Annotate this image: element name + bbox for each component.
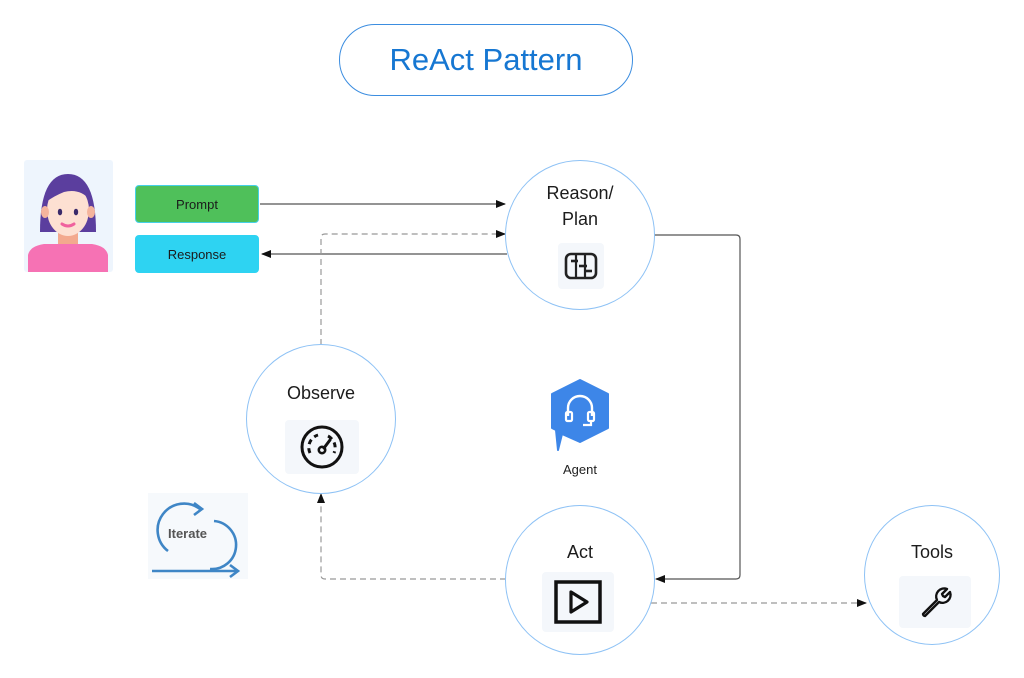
play-icon bbox=[542, 572, 614, 632]
reason-to-act-arrow bbox=[654, 234, 741, 583]
act-to-observe-arrow bbox=[317, 493, 506, 580]
reason-label-line1: Reason/ bbox=[546, 183, 614, 203]
wrench-icon bbox=[899, 576, 971, 628]
act-label: Act bbox=[566, 542, 593, 562]
agent-label: Agent bbox=[563, 462, 597, 477]
observe-label: Observe bbox=[286, 383, 356, 403]
tools-label: Tools bbox=[910, 542, 954, 562]
iterate-label: Iterate bbox=[168, 526, 208, 541]
observe-to-reason-arrow bbox=[320, 230, 506, 345]
prompt-box: Prompt bbox=[135, 185, 259, 223]
observe-node: Observe bbox=[246, 344, 396, 494]
planner-icon bbox=[558, 243, 604, 289]
reason-plan-node: Reason/ Plan bbox=[505, 160, 655, 310]
gauge-icon bbox=[285, 420, 359, 474]
act-node: Act bbox=[505, 505, 655, 655]
iterate-cycle-icon: Iterate bbox=[148, 493, 248, 579]
response-box: Response bbox=[135, 235, 259, 273]
user-avatar-icon bbox=[24, 160, 113, 272]
reason-label-line2: Plan bbox=[561, 209, 599, 229]
tools-node: Tools bbox=[864, 505, 1000, 645]
page-title: ReAct Pattern bbox=[339, 24, 633, 96]
agent-icon bbox=[548, 378, 612, 452]
